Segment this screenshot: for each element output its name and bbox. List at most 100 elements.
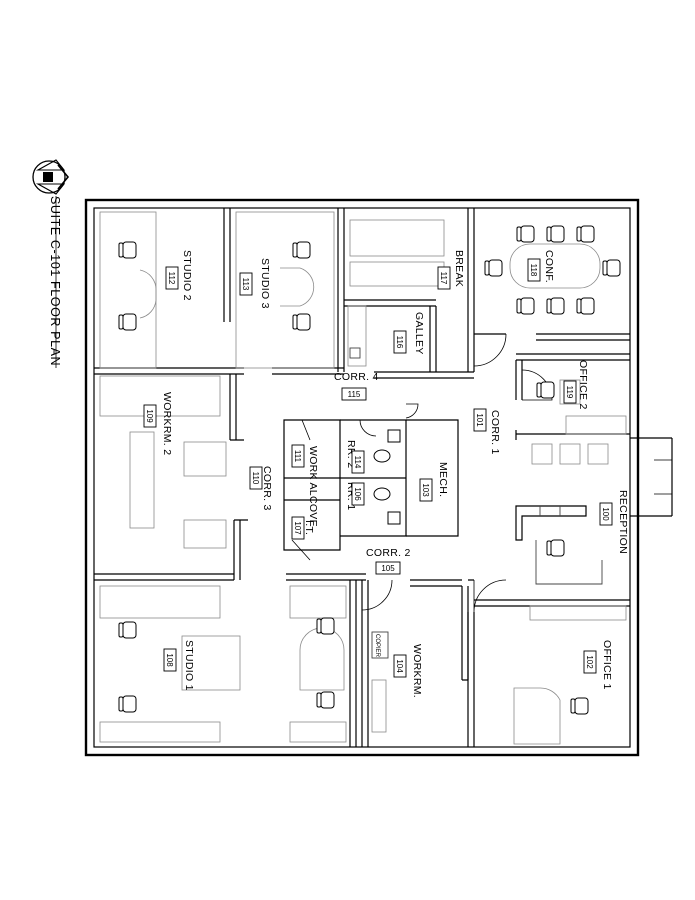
svg-text:GALLEY: GALLEY: [413, 312, 425, 355]
chairs: [118, 225, 621, 715]
chair-icon: [546, 539, 565, 557]
svg-text:114: 114: [353, 456, 362, 469]
svg-text:CORR. 1: CORR. 1: [489, 410, 501, 455]
svg-text:RECEPTION: RECEPTION: [617, 490, 629, 554]
room-number-tag-studio2: 112: [165, 266, 179, 290]
room-name-galley: GALLEY: [413, 312, 425, 355]
room-name-office2: OFFICE 2: [577, 360, 589, 410]
chair-icon: [576, 225, 595, 243]
svg-text:MECH.: MECH.: [437, 462, 449, 497]
chair-icon: [316, 691, 335, 709]
room-number-tag-conf: 118: [527, 258, 541, 282]
door-swings: [291, 333, 553, 613]
chair-icon: [118, 621, 137, 639]
room-number-tag-workalcove: 111: [291, 444, 305, 468]
svg-text:103: 103: [421, 483, 430, 497]
restroom-fixtures: [373, 429, 401, 525]
room-number-tag-corr1: 101: [473, 408, 487, 432]
chair-icon: [546, 225, 565, 243]
chair-icon: [292, 241, 311, 259]
chair-icon: [316, 617, 335, 635]
room-name-corr2: CORR. 2: [366, 547, 411, 559]
chair-icon: [516, 225, 535, 243]
room-number-tag-rr2: 114: [351, 450, 365, 474]
svg-text:OFFICE 1: OFFICE 1: [601, 640, 613, 690]
svg-text:102: 102: [585, 655, 594, 669]
room-name-break: BREAK: [453, 250, 465, 287]
chair-icon: [576, 297, 595, 315]
room-name-reception: RECEPTION: [617, 490, 629, 554]
chair-icon: [118, 241, 137, 259]
svg-text:107: 107: [293, 521, 302, 535]
svg-text:115: 115: [348, 390, 361, 399]
room-name-office1: OFFICE 1: [601, 640, 613, 690]
room-number-tag-workrm2: 109: [143, 404, 157, 428]
svg-text:STUDIO 1: STUDIO 1: [183, 640, 195, 691]
room-name-conf: CONF.: [543, 250, 555, 283]
room-number-tag-corr3: 110: [249, 466, 263, 490]
room-name-studio3: STUDIO 3: [259, 258, 271, 309]
svg-text:108: 108: [165, 653, 174, 667]
svg-text:113: 113: [241, 278, 250, 291]
room-name-workrm2: WORKRM. 2: [161, 392, 173, 455]
chair-icon: [602, 259, 621, 277]
room-number-tag-office1: 102: [583, 650, 597, 674]
room-number-tag-mech: 103: [419, 478, 433, 502]
room-name-workalcove: WORK ALCOVE: [307, 446, 319, 527]
room-name-mech: MECH.: [437, 462, 449, 497]
svg-text:100: 100: [601, 507, 610, 521]
plan-title: SUITE C-101 FLOOR PLAN: [48, 196, 62, 366]
svg-text:COPIER: COPIER: [374, 634, 380, 658]
room-name-workrm: WORKRM.: [411, 644, 423, 698]
room-number-tag-galley: 116: [393, 330, 407, 354]
room-name-corr4: CORR. 4: [334, 371, 379, 383]
svg-text:BREAK: BREAK: [453, 250, 465, 287]
svg-text:I.T.: I.T.: [303, 520, 315, 535]
chair-icon: [570, 697, 589, 715]
svg-text:119: 119: [565, 386, 574, 399]
svg-text:111: 111: [293, 450, 302, 463]
chair-icon: [516, 297, 535, 315]
room-number-tag-studio1: 108: [163, 648, 177, 672]
room-number-tag-corr4: 115: [341, 387, 367, 401]
chair-icon: [118, 313, 137, 331]
room-number-tag-break: 117: [437, 266, 451, 290]
copier-label: COPIER: [374, 634, 380, 658]
chair-icon: [546, 297, 565, 315]
chair-icon: [536, 381, 555, 399]
room-name-studio1: STUDIO 1: [183, 640, 195, 691]
svg-text:CORR. 4: CORR. 4: [334, 371, 379, 383]
svg-text:104: 104: [395, 659, 404, 673]
svg-text:WORKRM.: WORKRM.: [411, 644, 423, 698]
svg-text:110: 110: [251, 472, 260, 485]
svg-text:STUDIO 3: STUDIO 3: [259, 258, 271, 309]
svg-text:CORR. 2: CORR. 2: [366, 547, 411, 559]
svg-text:109: 109: [145, 409, 154, 423]
room-number-tag-rr1: 106: [351, 482, 365, 506]
chair-icon: [484, 259, 503, 277]
room-number-tag-office2: 119: [563, 380, 577, 404]
svg-text:OFFICE 2: OFFICE 2: [577, 360, 589, 410]
chair-icon: [292, 313, 311, 331]
room-name-corr3: CORR. 3: [261, 466, 273, 511]
svg-text:STUDIO 2: STUDIO 2: [181, 250, 193, 301]
svg-text:CORR. 3: CORR. 3: [261, 466, 273, 511]
svg-text:101: 101: [475, 413, 484, 427]
svg-text:117: 117: [439, 272, 448, 285]
room-number-tag-corr2: 105: [375, 561, 401, 575]
svg-text:SUITE C-101 FLOOR PLAN: SUITE C-101 FLOOR PLAN: [48, 196, 62, 366]
room-number-tag-workrm: 104: [393, 654, 407, 678]
svg-text:CONF.: CONF.: [543, 250, 555, 283]
room-name-it: I.T.: [303, 520, 315, 535]
room-name-studio2: STUDIO 2: [181, 250, 193, 301]
room-number-tag-reception: 100: [599, 502, 613, 526]
north-arrow-icon: [32, 159, 70, 195]
svg-text:105: 105: [381, 564, 395, 573]
svg-text:118: 118: [529, 264, 538, 277]
svg-text:WORK ALCOVE: WORK ALCOVE: [307, 446, 319, 527]
chair-icon: [118, 695, 137, 713]
svg-text:116: 116: [395, 336, 404, 349]
svg-text:106: 106: [353, 487, 362, 501]
